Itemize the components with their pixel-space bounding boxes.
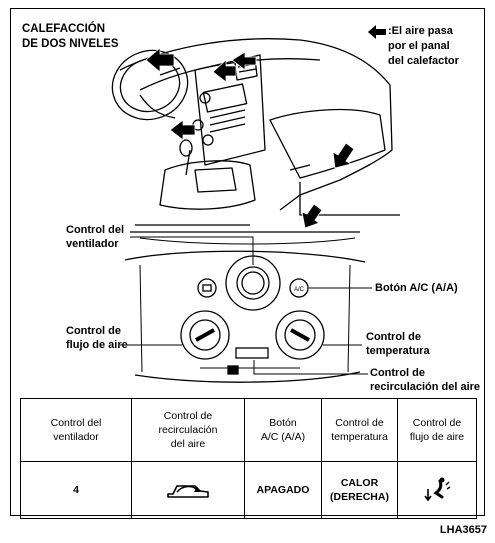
settings-table: Control del ventilador Control de recirc… (20, 398, 477, 519)
header-line: Control de (335, 417, 384, 429)
header-line: Botón (269, 417, 297, 429)
header-line: recirculación (158, 424, 218, 436)
callout-line: recirculación del aire (370, 381, 481, 393)
header-line: temperatura (331, 431, 388, 443)
temperature-control-callout: Control de temperatura (366, 330, 430, 358)
recirculation-control-callout: Control de recirculación del aire (370, 366, 480, 394)
callout-line: flujo de aire (66, 339, 128, 351)
ac-button-callout: Botón A/C (A/A) (375, 282, 458, 294)
value-temperature: CALOR (DERECHA) (321, 461, 398, 519)
legend-line: por el panal (388, 40, 450, 52)
car-recirculation-icon (167, 485, 209, 498)
title-line: DE DOS NIVELES (22, 38, 119, 50)
header-line: Control de (412, 417, 462, 429)
table-row: 4 APAGADO CALOR (DERECHA) (20, 461, 477, 519)
ac-knob-text: A/C (294, 287, 305, 293)
foot-defrost-icon (424, 477, 451, 502)
header-temperature: Control de temperatura (321, 398, 398, 462)
header-air-flow: Control de flujo de aire (397, 398, 477, 462)
header-line: flujo de aire (409, 431, 465, 443)
header-line: Control de (163, 410, 213, 422)
title-line: CALEFACCIÓN (22, 23, 106, 35)
header-line: A/C (A/A) (260, 431, 306, 443)
callout-line: Control del (66, 224, 125, 236)
heat-arrow-icon (368, 25, 386, 39)
callout-line: temperatura (366, 345, 430, 357)
air-flow-control-callout: Control de flujo de aire (66, 324, 128, 352)
header-line: ventilador (53, 431, 99, 443)
callout-line: Control de (370, 367, 425, 379)
callout-line: ventilador (66, 238, 119, 250)
header-fan: Control del ventilador (20, 398, 132, 462)
header-ac: Botón A/C (A/A) (244, 398, 322, 462)
callout-line: Control de (66, 325, 121, 337)
value-fan: 4 (20, 461, 132, 519)
legend-line: del calefactor (388, 55, 459, 67)
header-line: Control del (50, 417, 102, 429)
value-air-flow (397, 461, 477, 519)
legend-line: :El aire pasa (388, 25, 453, 37)
callout-line: Control de (366, 331, 421, 343)
value-line: (DERECHA) (330, 491, 389, 503)
figure-title: CALEFACCIÓN DE DOS NIVELES (22, 22, 119, 52)
figure-code: LHA3657 (439, 524, 487, 536)
value-line: CALOR (340, 477, 379, 489)
header-line: del aire (170, 438, 206, 450)
fan-control-callout: Control del ventilador (66, 223, 124, 251)
value-recirculation (131, 461, 245, 519)
value-ac: APAGADO (244, 461, 322, 519)
dashboard-illustration: A/C (111, 38, 400, 383)
header-recirculation: Control de recirculación del aire (131, 398, 245, 462)
table-header-row: Control del ventilador Control de recirc… (20, 398, 477, 462)
